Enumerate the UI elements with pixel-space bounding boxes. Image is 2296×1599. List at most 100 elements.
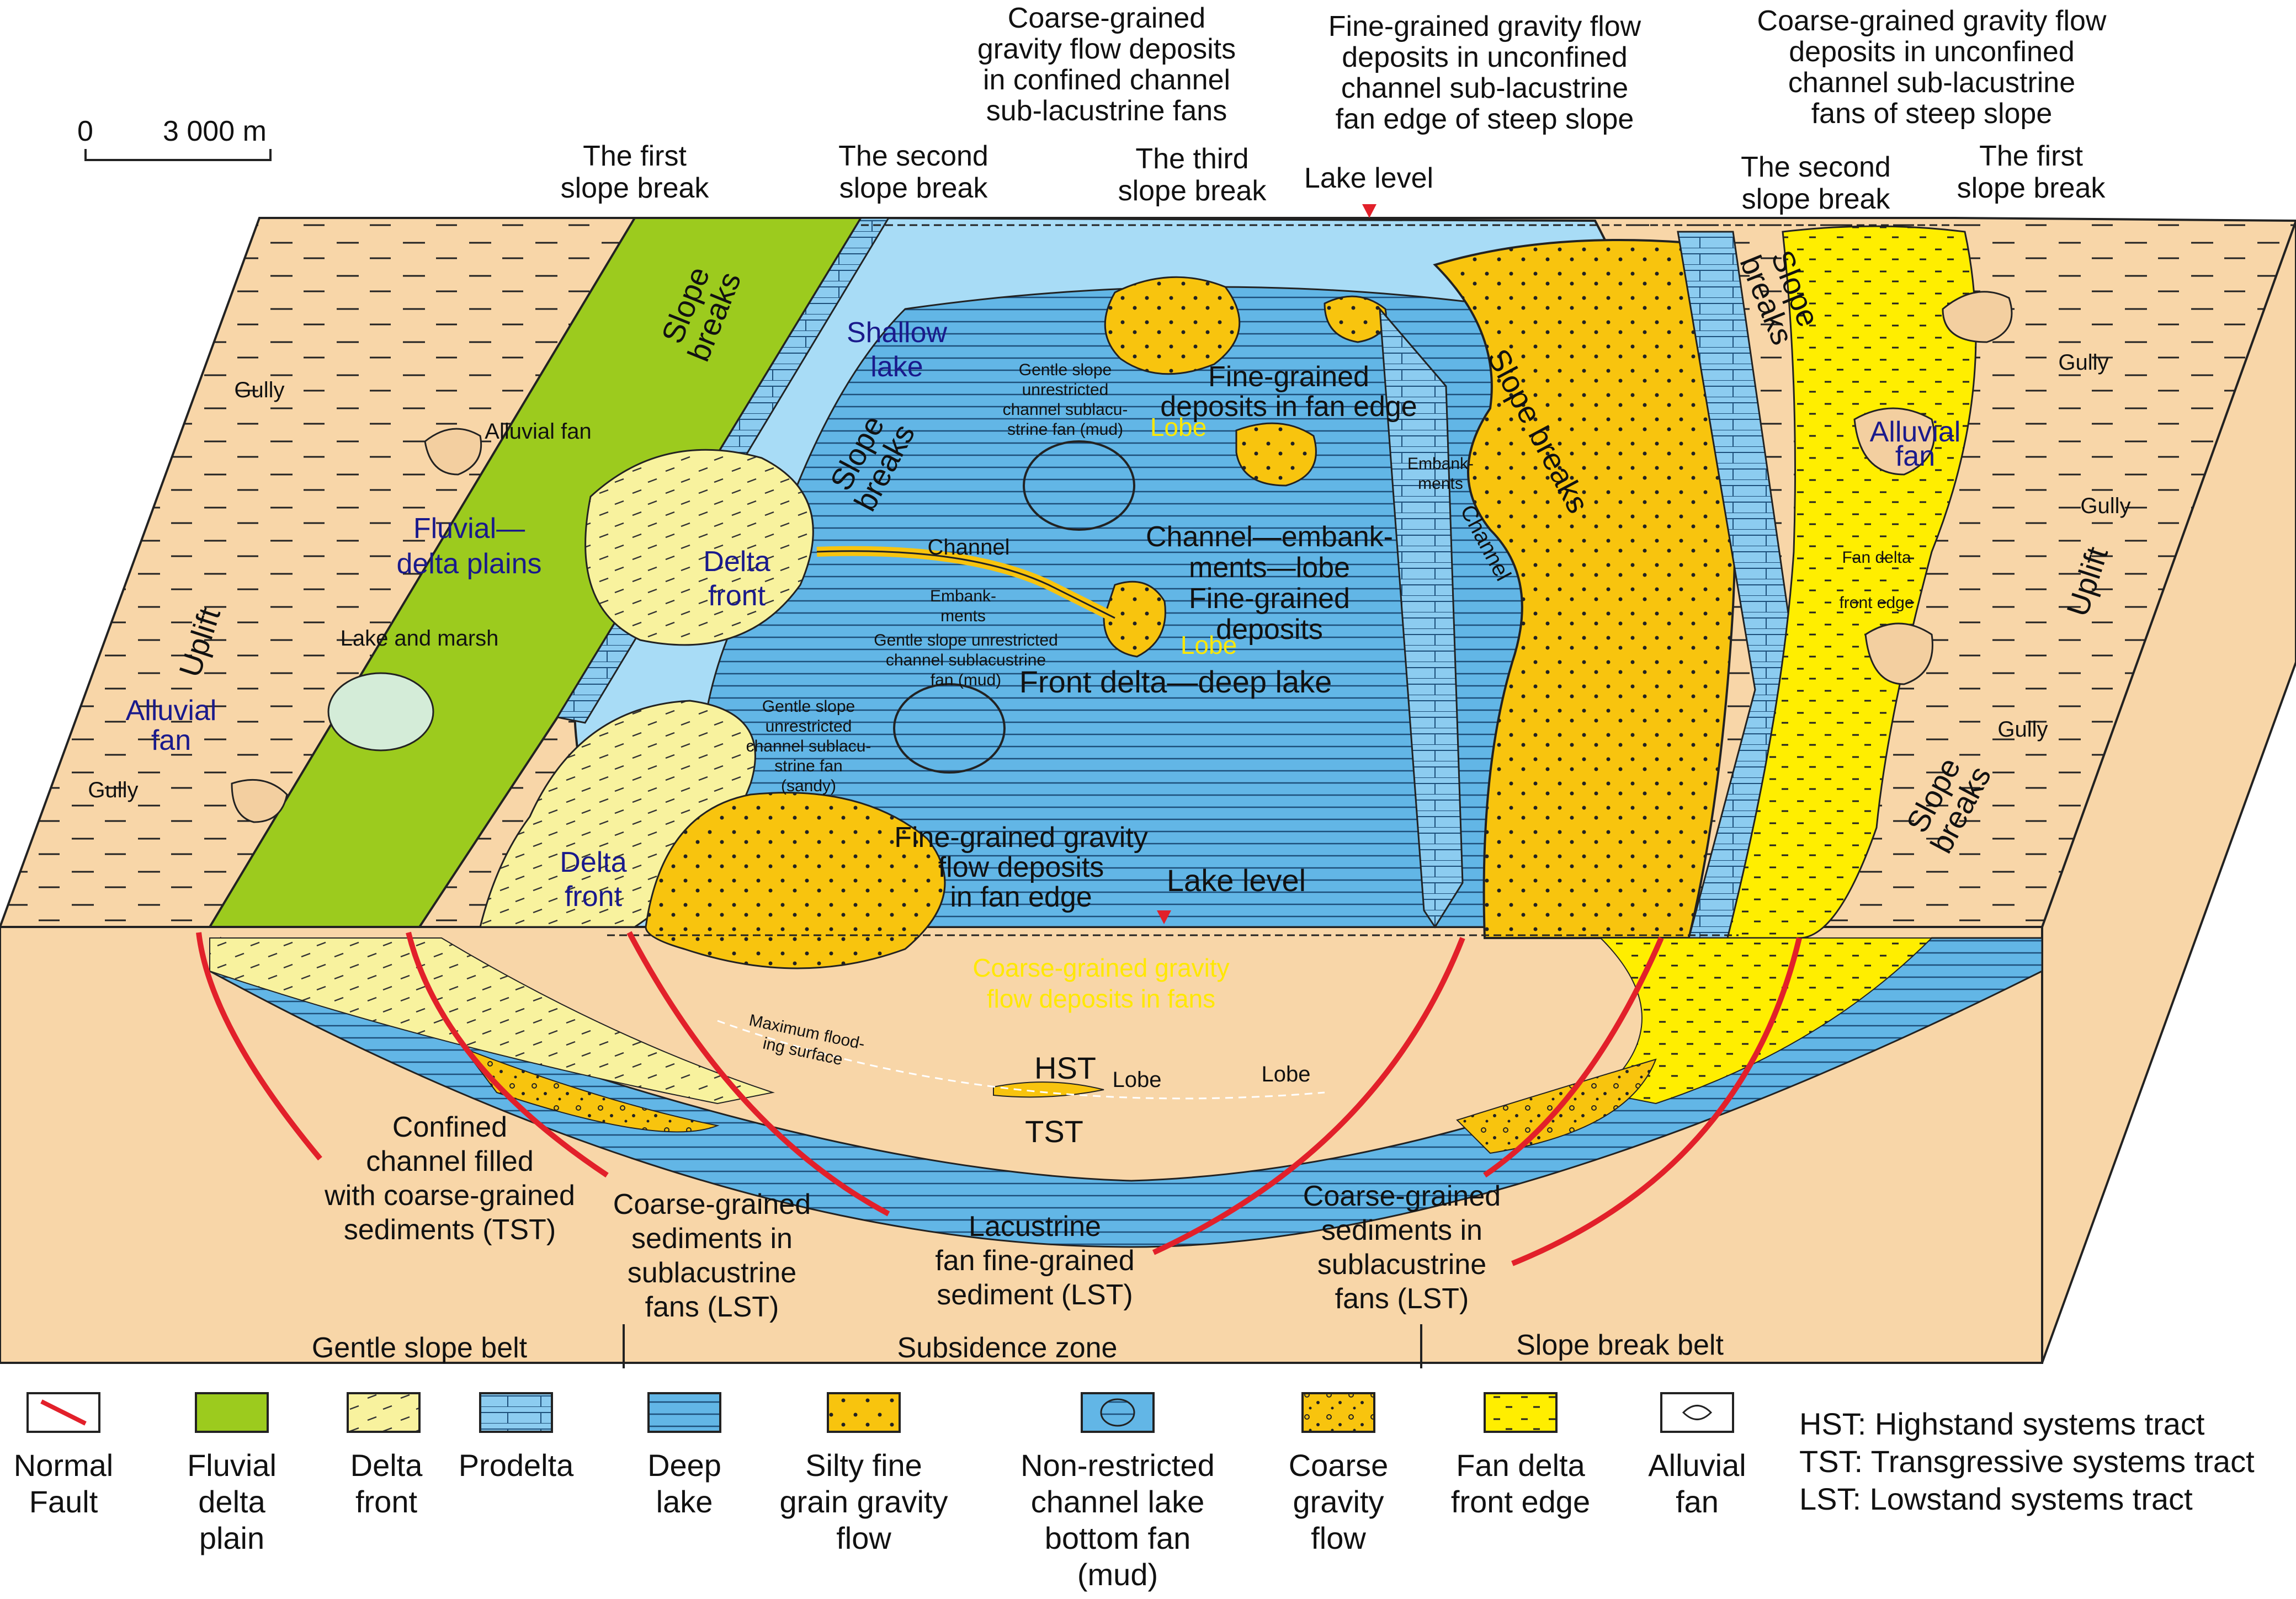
slope-breaks-band-mid [1379,306,1464,929]
strata-deep-lake [209,936,2043,1248]
lake-and-marsh [327,672,434,751]
gully-2-label: Gully [88,778,138,802]
legend-swatch-normal-fault [26,1392,100,1433]
lake-level-top-label: Lake level [1304,162,1433,194]
strata-yellow-right [1599,937,1933,1105]
normal-fault-4 [1152,937,1465,1255]
legend-swatch-silty-fine [827,1392,901,1433]
lake-level-marker-mid [1157,910,1171,924]
legend-swatch-coarse-gravity [1301,1392,1375,1433]
normal-fault-2 [406,931,609,1178]
gully-1-label: Gully [234,378,284,402]
abbreviation-0: HST: Highstand systems tract [1799,1406,2205,1441]
alluvial-fan-left-top [424,428,482,476]
legend-swatch-fan-delta-front-edge [1484,1392,1558,1433]
gentle-label: Gentle slope belt [312,1332,528,1364]
legend-swatch-prodelta [479,1392,553,1433]
slope-break-label: Slope break belt [1516,1329,1724,1361]
embankments-2-label: Embank-ments [1407,455,1474,493]
gully-5-label: Gully [1997,717,2048,742]
normal-fault-3 [626,931,890,1217]
normal-fault-5 [1483,937,1664,1178]
confined-channel-fan [1104,276,1241,375]
lobe-1-label: Lobe [1150,413,1207,441]
lake-level-mid-label: Lake level [1167,863,1306,898]
alluvial-fan-right-top [1942,291,2013,343]
legend-swatch-delta-front [347,1392,421,1433]
delta-front-upper [584,449,814,646]
maximum-flooding-surface [717,1020,1325,1100]
front-delta-deep-lake-label: Front delta—deep lake [1019,664,1332,699]
gully-4-label: Gully [2080,494,2130,518]
fluvial-delta-plains-label: Fluvial—delta plains [396,513,541,580]
strata-coarse-lst-right [1456,1058,1657,1154]
strata-yellow-left [209,937,775,1105]
abbreviation-1: TST: Transgressive systems tract [1799,1444,2255,1479]
normal-fault-6 [1511,937,1802,1266]
fan-delta-right [1726,225,1977,939]
subsidence-label: Subsidence zone [897,1332,1118,1364]
lake-level-marker-top [1362,204,1376,218]
lobe-a-label: Lobe [1113,1068,1162,1092]
alluvial-fan-1-label: Alluvial fan [485,419,591,444]
alluvial-fan-left-low [231,779,288,823]
abbreviation-2: LST: Lowstand systems tract [1799,1481,2193,1516]
legend-swatch-deep-lake [647,1392,721,1433]
lobe-fan-1 [1235,422,1317,487]
lobe-fan-2 [1103,580,1166,658]
normal-fault-1 [196,932,322,1161]
hst-label: HST [1034,1051,1096,1085]
lobe-b-label: Lobe [1262,1062,1311,1086]
lake-and-marsh-label: Lake and marsh [341,626,499,651]
tst-label: TST [1025,1114,1083,1149]
scale-bar: 0 3 000 m [77,115,272,161]
legend-swatch-non-restricted [1081,1392,1155,1433]
strata-coarse-lst-left [462,1047,720,1133]
gravity-flow-fan-lower [645,792,946,969]
scale-zero: 0 [77,115,93,147]
lobe-2-label: Lobe [1181,631,1237,659]
embankments-1-label: Embank-ments [930,587,996,625]
channel-1-label: Channel [927,535,1009,559]
scale-distance: 3 000 m [163,115,267,147]
legend-swatch-fluvial-delta-plain [195,1392,269,1433]
lake-bottom-fan-sandy [893,683,1006,774]
lake-bottom-fan-mud [1023,440,1135,531]
strata-lobe-hst [993,1081,1104,1098]
